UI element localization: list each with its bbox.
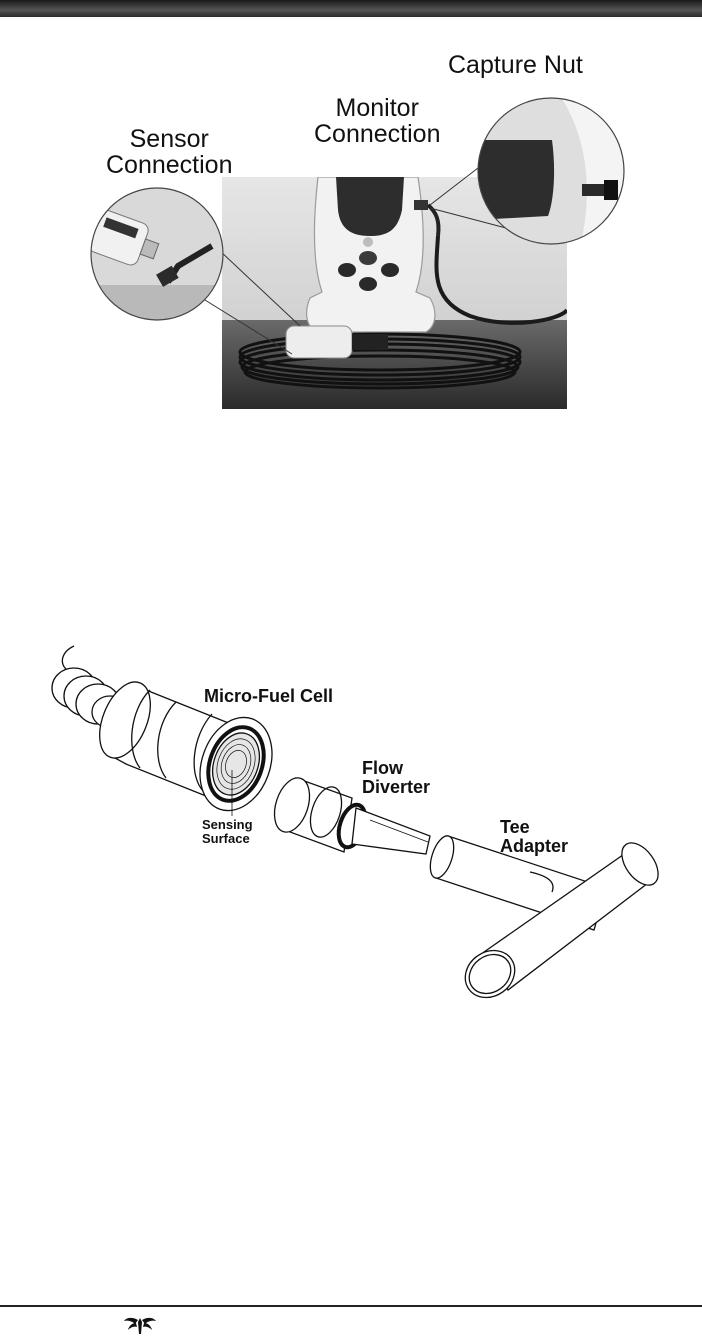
teledyne-logo-icon xyxy=(122,1314,158,1336)
sensor-connection-label: Sensor Connection xyxy=(106,125,233,180)
tee-adapter-label: Tee Adapter xyxy=(500,817,569,856)
photo-frame xyxy=(222,177,567,409)
flow-diverter-label: Flow Diverter xyxy=(362,758,431,797)
sensor-connection-inset xyxy=(90,187,301,355)
sensing-surface-label: Sensing Surface xyxy=(202,817,253,846)
bottom-rule xyxy=(0,1305,702,1307)
monitor-connection-label: Monitor Connection xyxy=(314,94,441,149)
capture-nut-label: Capture Nut xyxy=(448,51,583,79)
capture-nut-inset xyxy=(429,97,625,245)
micro-fuel-cell-label: Micro-Fuel Cell xyxy=(204,686,334,706)
top-rule xyxy=(0,0,702,17)
monitor-photo xyxy=(90,97,625,409)
monitor-photo-figure: Capture Nut Monitor Connection Sensor Co… xyxy=(0,0,702,420)
sensor-assembly-figure: Micro-Fuel Cell Flow Diverter Tee Adapte… xyxy=(0,640,702,1020)
sensor-assembly-drawing xyxy=(51,645,659,999)
